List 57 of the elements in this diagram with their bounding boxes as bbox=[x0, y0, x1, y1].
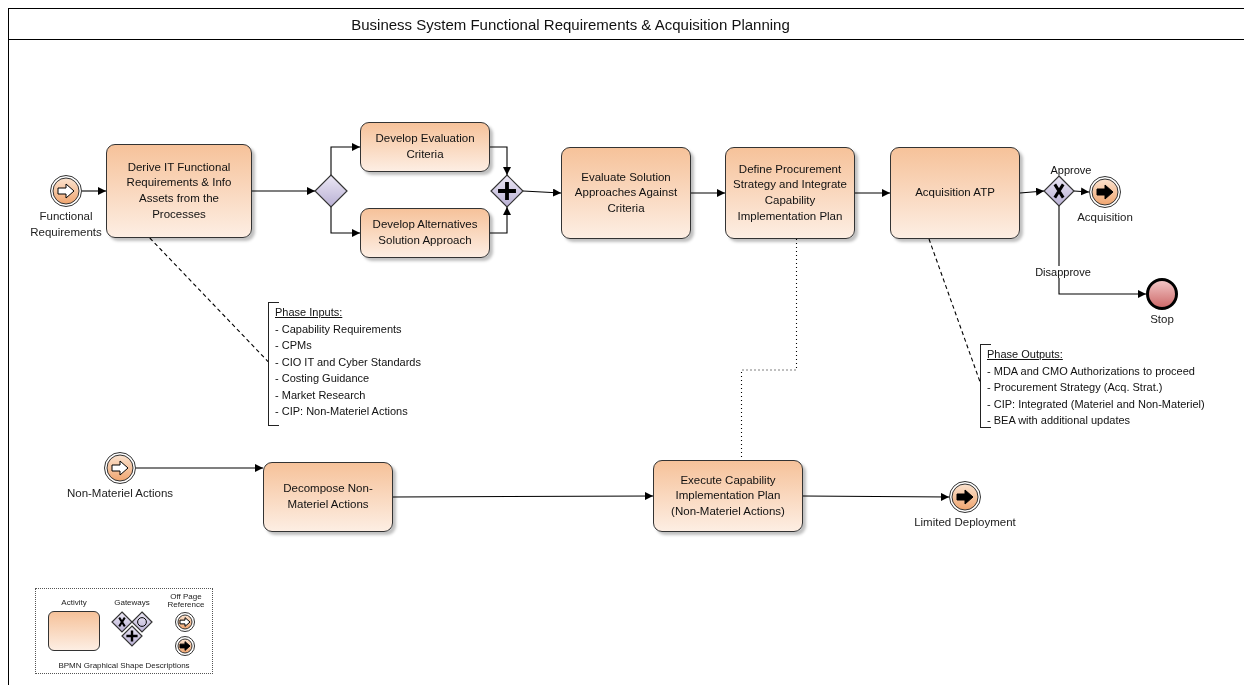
annotation-heading: Phase Inputs: bbox=[275, 305, 344, 320]
activity-box bbox=[653, 460, 803, 532]
sequence-arrow bbox=[251, 187, 316, 195]
edge-label: Approve bbox=[1049, 164, 1093, 176]
association-line bbox=[928, 238, 981, 383]
activity-label: Derive IT Functional Requirements & Info Assets from the Processes bbox=[125, 159, 233, 222]
activity-box bbox=[561, 147, 691, 239]
sequence-arrow bbox=[330, 206, 361, 237]
sequence-arrow bbox=[392, 492, 654, 501]
legend-label: Gateways bbox=[114, 599, 150, 608]
activity-box bbox=[725, 147, 855, 239]
sequence-arrow bbox=[489, 146, 511, 176]
sequence-arrow bbox=[1058, 205, 1147, 298]
sequence-arrow bbox=[330, 143, 361, 176]
event-label: Stop bbox=[1149, 312, 1175, 327]
sequence-arrow bbox=[489, 206, 511, 234]
event-label: Limited Deployment bbox=[913, 515, 1017, 530]
annotation-item: - Market Research bbox=[275, 387, 367, 403]
activity-box bbox=[890, 147, 1020, 239]
sequence-arrow bbox=[135, 464, 264, 472]
activity-box bbox=[360, 208, 490, 258]
edge-label: Disapprove bbox=[1034, 266, 1092, 278]
activity-label: Decompose Non-Materiel Actions bbox=[282, 481, 374, 512]
activity-box bbox=[263, 462, 393, 532]
annotation-item: - MDA and CMO Authorizations to proceed bbox=[987, 363, 1196, 379]
annotation-item: - BEA with additional updates bbox=[987, 413, 1132, 428]
sequence-arrow bbox=[1073, 187, 1090, 196]
activity-label: Develop Alternatives Solution Approach bbox=[371, 217, 479, 248]
legend-label: Off Page Reference bbox=[166, 593, 206, 610]
legend-caption: BPMN Graphical Shape Descriptions bbox=[57, 661, 191, 670]
activity-label: Define Procurement Strategy and Integrate Capability Implementation Plan bbox=[732, 161, 848, 224]
legend-label: Activity bbox=[61, 599, 87, 608]
activity-label: Acquisition ATP bbox=[915, 185, 995, 201]
sequence-arrow bbox=[854, 189, 891, 197]
activity-box bbox=[106, 144, 252, 238]
sequence-arrow bbox=[81, 187, 107, 195]
annotation-item: - Procurement Strategy (Acq. Strat.) bbox=[987, 380, 1164, 395]
activity-box bbox=[360, 122, 490, 172]
annotation-item: - CIP: Integrated (Materiel and Non-Materiel) bbox=[987, 396, 1206, 412]
activity-label: Develop Evaluation Criteria bbox=[374, 131, 476, 162]
event-label: Functional Requirements bbox=[29, 209, 103, 240]
event-label: Acquisition bbox=[1076, 210, 1134, 225]
annotation-heading: Phase Outputs: bbox=[987, 347, 1064, 362]
activity-label: Evaluate Solution Approaches Against Criteria bbox=[573, 169, 679, 216]
annotation-item: - CIP: Non-Materiel Actions bbox=[275, 404, 409, 419]
event-label: Non-Materiel Actions bbox=[65, 486, 175, 501]
annotation-item: - CPMs bbox=[275, 338, 313, 353]
sequence-arrow bbox=[1019, 187, 1045, 196]
diagram-title: Business System Functional Requirements & Acquisition Planning bbox=[351, 15, 790, 33]
sequence-arrow bbox=[690, 189, 726, 197]
activity-label: Execute Capability Implementation Plan (Non-Materiel Actions) bbox=[670, 472, 786, 519]
annotation-item: - Capability Requirements bbox=[275, 321, 403, 337]
annotation-item: - CIO IT and Cyber Standards bbox=[275, 354, 422, 370]
sequence-arrow bbox=[802, 492, 950, 501]
annotation-item: - Costing Guidance bbox=[275, 371, 371, 386]
association-line bbox=[149, 237, 269, 363]
sequence-arrow bbox=[522, 188, 562, 197]
